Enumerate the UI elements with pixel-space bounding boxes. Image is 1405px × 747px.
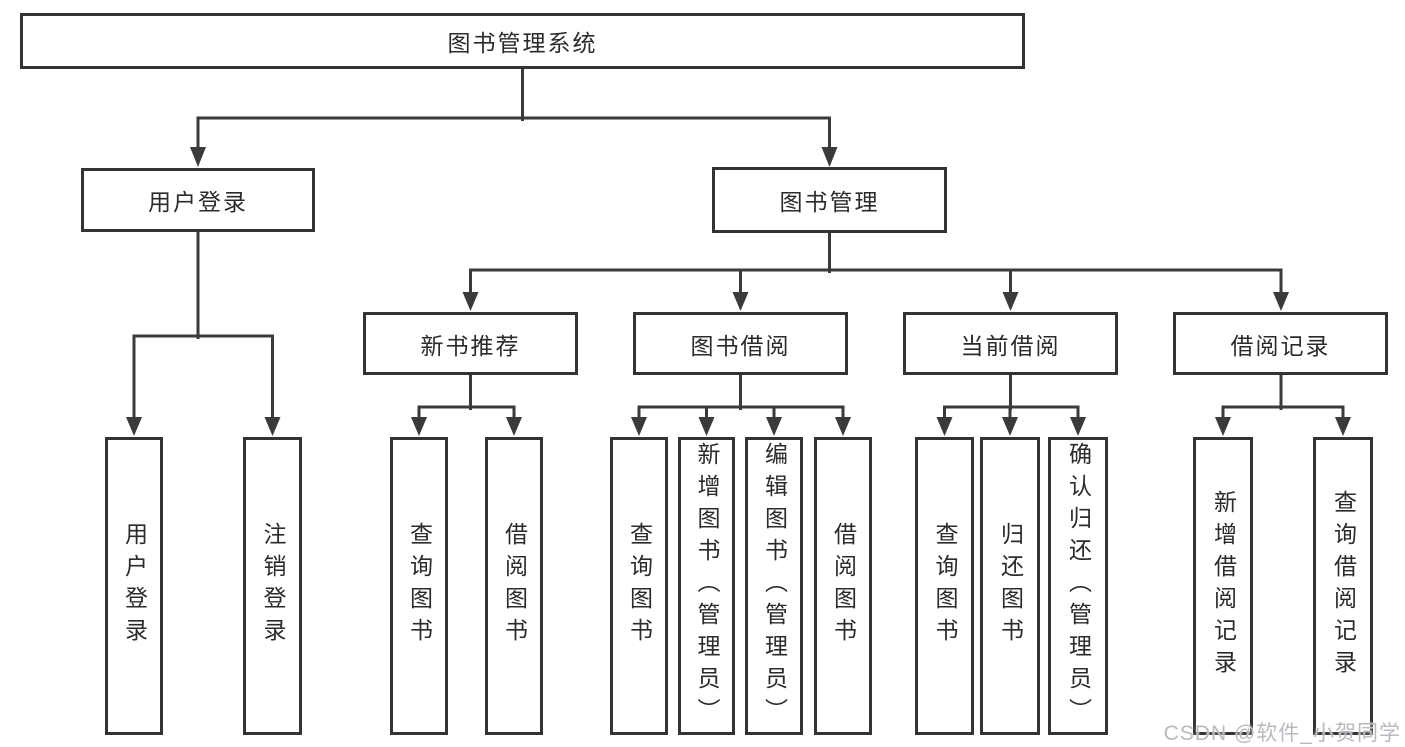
arrowhead (264, 417, 281, 436)
leaf-user-login: 用户登录 (105, 437, 163, 735)
leaf-newbooks-query: 查询图书 (390, 437, 448, 735)
arrowhead (835, 417, 851, 436)
node-root: 图书管理系统 (20, 13, 1025, 69)
connector-records (1221, 373, 1345, 422)
arrowhead (698, 417, 715, 436)
leaf-borrow-add: 新增图书（管理员） (678, 437, 735, 735)
csdn-watermark: CSDN @软件_小贺同学 (1163, 722, 1401, 745)
connector-book-mgmt (469, 231, 1283, 296)
arrowhead (1335, 417, 1351, 436)
arrowhead (506, 417, 522, 436)
arrowhead (1002, 417, 1018, 436)
arrowhead (732, 292, 749, 311)
arrowhead-group (126, 147, 1351, 436)
leaf-borrow-query: 查询图书 (610, 437, 668, 735)
node-current: 当前借阅 (903, 312, 1118, 375)
connector-user-login (132, 230, 274, 421)
connector-current (943, 373, 1080, 422)
arrowhead (821, 147, 838, 167)
leaf-current-query: 查询图书 (915, 437, 974, 735)
leaf-newbooks-borrow: 借阅图书 (485, 437, 543, 735)
arrowhead (411, 417, 427, 436)
node-book-mgmt: 图书管理 (712, 167, 947, 233)
leaf-current-return: 归还图书 (980, 437, 1040, 735)
leaf-borrow-edit: 编辑图书（管理员） (745, 437, 803, 735)
node-user-login: 用户登录 (81, 168, 315, 232)
node-new-books: 新书推荐 (363, 312, 578, 375)
arrowhead (190, 147, 206, 167)
leaf-records-add: 新增借阅记录 (1193, 437, 1253, 735)
arrowhead (462, 292, 479, 311)
arrowhead (1273, 292, 1289, 311)
connector-new-books (417, 373, 516, 422)
leaf-logout: 注销登录 (243, 437, 302, 735)
connector-borrow (637, 373, 845, 422)
connector-root (196, 67, 831, 152)
node-records: 借阅记录 (1173, 312, 1388, 375)
leaf-current-confirm: 确认归还（管理员） (1048, 437, 1108, 735)
arrowhead (1215, 417, 1231, 436)
node-borrow: 图书借阅 (633, 312, 848, 375)
arrowhead (766, 417, 782, 436)
leaf-borrow-borrow: 借阅图书 (814, 437, 872, 735)
arrowhead (126, 417, 142, 436)
arrowhead (631, 417, 647, 436)
leaf-records-query: 查询借阅记录 (1313, 437, 1373, 735)
arrowhead (1070, 417, 1086, 436)
arrowhead (1002, 292, 1019, 311)
arrowhead (936, 417, 953, 436)
